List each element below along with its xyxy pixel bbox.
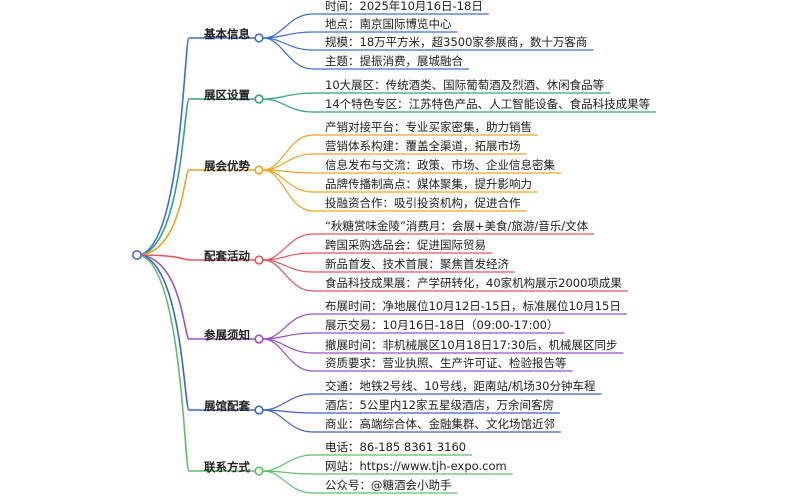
branch-connector bbox=[136, 254, 255, 340]
leaf-label: 酒店：5公里内12家五星级酒店，万余间客房 bbox=[325, 398, 554, 412]
branch-connector bbox=[136, 254, 255, 411]
leaf-label: 资质要求：营业执照、生产许可证、检验报告等 bbox=[325, 356, 567, 370]
branch-label: 展会优势 bbox=[204, 159, 250, 173]
branch-node[interactable] bbox=[254, 466, 264, 476]
branch-connector bbox=[136, 254, 255, 472]
leaf-connector bbox=[262, 470, 458, 494]
branch-node[interactable] bbox=[254, 33, 264, 43]
branch-label: 基本信息 bbox=[204, 27, 250, 41]
leaf-connector bbox=[262, 92, 611, 100]
leaf-connector bbox=[262, 37, 469, 70]
leaf-label: 布展时间：净地展位10月12日-15日，标准展位10月15日 bbox=[325, 299, 621, 313]
root-node[interactable] bbox=[132, 250, 143, 261]
leaf-label: 地点：南京国际博览中心 bbox=[325, 17, 452, 31]
branch-node[interactable] bbox=[254, 165, 264, 175]
branch-label: 配套活动 bbox=[204, 249, 250, 263]
branch-connector bbox=[136, 169, 255, 256]
leaf-connector bbox=[262, 259, 628, 292]
leaf-label: 撤展时间：非机械展区10月18日17:30后，机械展区同步 bbox=[325, 338, 618, 352]
leaf-label: 交通：地铁2号线、10号线，距南站/机场30分钟车程 bbox=[325, 379, 596, 393]
leaf-connector bbox=[262, 31, 458, 39]
leaf-connector bbox=[262, 169, 527, 212]
branch-node[interactable] bbox=[254, 94, 264, 104]
leaf-connector bbox=[262, 153, 527, 171]
leaf-label: 跨国采购选品会：促进国际贸易 bbox=[325, 238, 486, 252]
leaf-label: 网站：https://www.tjh-expo.com bbox=[325, 459, 507, 473]
branch-label: 参展须知 bbox=[204, 328, 250, 342]
branch-node[interactable] bbox=[254, 255, 264, 265]
branch-label: 展区设置 bbox=[204, 88, 250, 102]
branch-label: 展馆配套 bbox=[204, 399, 250, 413]
leaf-connector bbox=[262, 454, 473, 472]
leaf-label: 10大展区：传统酒类、国际葡萄酒及烈酒、休闲食品等 bbox=[325, 78, 605, 92]
leaf-label: 品牌传播制高点：媒体聚集，提升影响力 bbox=[325, 177, 532, 191]
leaf-label: 时间：2025年10月16日-18日 bbox=[325, 0, 483, 13]
branch-node[interactable] bbox=[254, 334, 264, 344]
leaf-label: 电话：86-185 8361 3160 bbox=[325, 440, 467, 454]
leaf-connector bbox=[262, 409, 561, 433]
branch-connector bbox=[136, 37, 255, 256]
branch-connector bbox=[136, 254, 255, 261]
leaf-label: 食品科技成果展：产学研转化，40家机构展示2000项成果 bbox=[325, 276, 622, 290]
leaf-connector bbox=[262, 338, 573, 372]
leaf-connector bbox=[262, 98, 657, 113]
leaf-label: 产销对接平台：专业买家密集，助力销售 bbox=[325, 120, 532, 134]
leaf-connector bbox=[262, 169, 538, 193]
leaf-label: 展示交易：10月16日-18日（09:00-17:00） bbox=[325, 318, 559, 332]
leaf-label: 主题：提振消费，展城融合 bbox=[325, 54, 463, 68]
leaf-connector bbox=[262, 332, 565, 340]
leaf-label: 商业：高端综合体、金融集群、文化场馆近邻 bbox=[325, 417, 555, 431]
leaf-connector bbox=[262, 134, 538, 171]
branch-node[interactable] bbox=[254, 405, 264, 415]
branch-connector bbox=[136, 98, 255, 256]
branch-label: 联系方式 bbox=[204, 460, 250, 474]
leaf-label: 14个特色专区：江苏特色产品、人工智能设备、食品科技成果等 bbox=[325, 97, 651, 111]
leaf-label: 新品首发、技术首展：聚焦首发经济 bbox=[325, 257, 509, 271]
leaf-label: “秋糖赏味金陵”消费月：会展+美食/旅游/音乐/文体 bbox=[325, 219, 589, 233]
leaf-label: 信息发布与交流：政策、市场、企业信息密集 bbox=[325, 158, 555, 172]
leaf-label: 公众号：@糖酒会小助手 bbox=[325, 478, 452, 492]
leaf-label: 规模：18万平方米，超3500家参展商，数十万客商 bbox=[325, 35, 588, 49]
leaf-connector bbox=[262, 252, 492, 261]
leaf-label: 投融资合作：吸引投资机构，促进合作 bbox=[325, 196, 521, 210]
leaf-connector bbox=[262, 393, 602, 411]
leaf-label: 营销体系构建：覆盖全渠道，拓展市场 bbox=[325, 139, 521, 153]
